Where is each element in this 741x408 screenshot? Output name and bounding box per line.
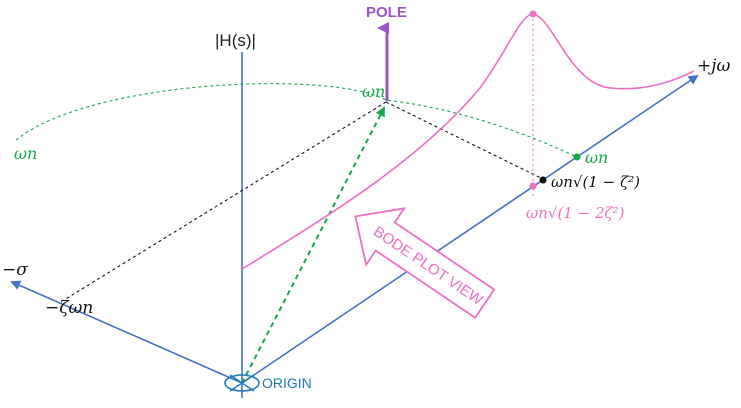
- peak-point: [529, 10, 537, 18]
- wn-point: [573, 153, 581, 161]
- sigma-axis-label: −σ: [2, 260, 28, 280]
- wr-point: [529, 182, 537, 190]
- bode-view-arrow: BODE PLOT VIEW: [354, 207, 496, 319]
- wn-left-label: ωn: [14, 144, 37, 163]
- origin-to-pole-dash: [241, 106, 385, 384]
- jw-axis-line: [241, 74, 699, 384]
- wn-right-label: ωn: [585, 148, 608, 167]
- wd-point: [539, 176, 547, 184]
- bode-magnitude-curve: [241, 13, 695, 270]
- neg-zeta-wn-label: −ζωn: [45, 298, 93, 318]
- pole-label: POLE: [366, 4, 407, 21]
- circle-cross-icon: [224, 374, 260, 392]
- jw-axis-label: +jω: [697, 56, 731, 76]
- h-axis-label: |H(s)|: [215, 31, 256, 50]
- origin-label: ORIGIN: [262, 375, 312, 391]
- wr-label: ωn√(1 − 2ζ²): [526, 204, 625, 222]
- wd-label: ωn√(1 − ζ²): [551, 173, 640, 191]
- sigma-axis-line: [10, 280, 243, 384]
- wn-top-label: ωn: [362, 82, 385, 101]
- wn-arc: [15, 83, 578, 158]
- pole-to-wd-dash: [385, 101, 544, 180]
- bode-arrow-label: BODE PLOT VIEW: [370, 223, 486, 309]
- pole-to-sigma-dash: [63, 101, 387, 301]
